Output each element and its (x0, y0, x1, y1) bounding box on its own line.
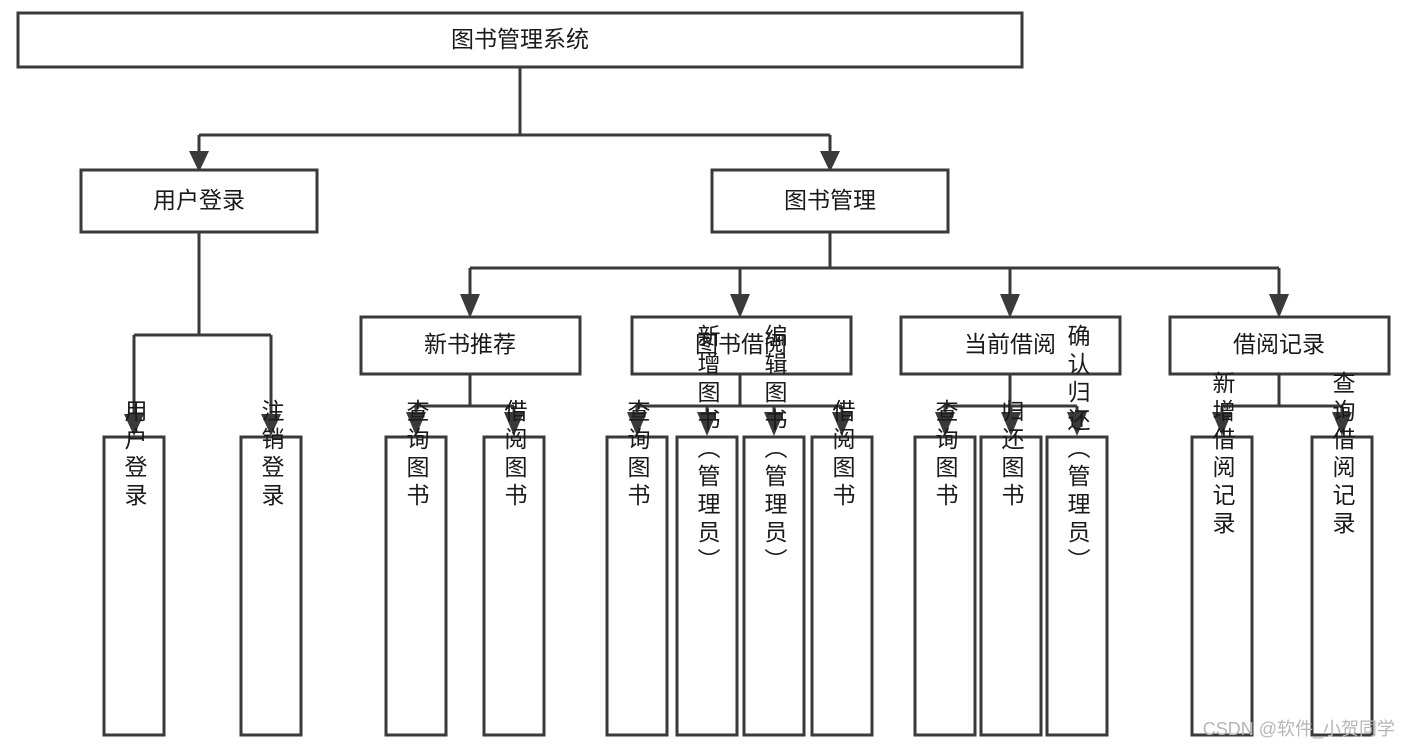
node-leaf-user-login-box[interactable] (102, 435, 166, 737)
node-current-borrow[interactable]: 当前借阅 (899, 315, 1122, 376)
node-leaf-add-record-label: 新增借阅记录 (1209, 371, 1236, 539)
arrow-to-leaf-return-book (1001, 412, 1021, 436)
node-book-borrow[interactable]: 图书借阅 (630, 315, 853, 376)
node-root[interactable]: 图书管理系统 (16, 11, 1024, 69)
node-leaf-query-book-2-label: 查询图书 (624, 399, 651, 511)
arrow-to-current-borrow (1000, 294, 1020, 318)
node-leaf-query-record-label: 查询借阅记录 (1329, 371, 1356, 539)
arrow-to-leaf-add-book (697, 412, 717, 436)
node-leaf-query-record-box[interactable] (1310, 435, 1374, 737)
edge-book-manage-trunk (468, 232, 1281, 298)
node-leaf-query-book-3-label: 查询图书 (932, 399, 959, 511)
node-new-book-rec-label: 新书推荐 (424, 331, 516, 357)
arrow-to-leaf-edit-book (764, 412, 784, 436)
node-leaf-query-book-3-box[interactable] (913, 435, 977, 737)
node-book-manage[interactable]: 图书管理 (710, 168, 950, 234)
arrow-to-leaf-query-book-1 (406, 412, 426, 436)
arrow-to-leaf-confirm-return (1067, 412, 1087, 436)
node-leaf-query-record[interactable]: 查询借阅记录 (1310, 371, 1374, 737)
node-leaf-borrow-book-1-label: 借阅图书 (501, 399, 528, 511)
node-leaf-return-book-box[interactable] (979, 435, 1043, 737)
arrow-to-user-login (189, 151, 209, 172)
node-leaf-query-book-2[interactable]: 查询图书 (605, 399, 669, 737)
node-borrow-record[interactable]: 借阅记录 (1168, 315, 1391, 376)
edge-root-trunk (197, 67, 832, 153)
node-borrow-record-box[interactable] (1168, 315, 1391, 376)
node-leaf-user-login[interactable]: 用户登录 (102, 399, 166, 737)
node-leaf-borrow-book-1[interactable]: 借阅图书 (482, 399, 546, 737)
node-leaf-user-logout-box[interactable] (239, 435, 303, 737)
node-leaf-edit-book-box[interactable] (742, 435, 806, 737)
node-leaf-add-book-box[interactable] (675, 435, 739, 737)
node-book-borrow-label: 图书借阅 (695, 331, 787, 357)
arrow-to-book-borrow (730, 294, 750, 318)
arrow-to-borrow-record (1269, 294, 1289, 318)
node-book-borrow-box[interactable] (630, 315, 853, 376)
node-leaf-add-record-box[interactable] (1190, 435, 1254, 737)
node-leaf-edit-book[interactable]: 编辑图书（管理员） (742, 324, 806, 737)
node-leaf-query-book-3[interactable]: 查询图书 (913, 399, 977, 737)
arrow-to-leaf-borrow-book-1 (504, 412, 524, 436)
node-book-manage-box[interactable] (710, 168, 950, 234)
node-leaf-borrow-book-1-box[interactable] (482, 435, 546, 737)
connector-layer (124, 67, 1352, 436)
node-user-login[interactable]: 用户登录 (79, 168, 319, 234)
node-current-borrow-label: 当前借阅 (964, 331, 1056, 357)
node-new-book-rec-box[interactable] (359, 315, 582, 376)
edge-book-borrow-trunk (635, 374, 844, 418)
arrow-to-leaf-add-record (1212, 412, 1232, 436)
arrow-to-new-book-rec (460, 294, 480, 318)
node-leaf-edit-book-label: 编辑图书（管理员） (761, 324, 788, 576)
arrow-to-leaf-borrow-book-2 (832, 412, 852, 436)
edge-borrow-record-trunk (1220, 374, 1344, 418)
node-leaf-borrow-book-2-box[interactable] (810, 435, 874, 737)
node-user-login-box[interactable] (79, 168, 319, 234)
arrow-to-leaf-query-book-3 (935, 412, 955, 436)
node-leaf-add-book-label: 新增图书（管理员） (694, 324, 721, 576)
node-leaf-add-book[interactable]: 新增图书（管理员） (675, 324, 739, 737)
arrow-to-leaf-query-book-2 (627, 412, 647, 436)
node-current-borrow-box[interactable] (899, 315, 1122, 376)
node-root-label: 图书管理系统 (451, 26, 589, 52)
node-leaf-user-logout[interactable]: 注销登录 (239, 399, 303, 737)
arrow-to-book-manage (820, 151, 840, 172)
node-borrow-record-label: 借阅记录 (1233, 331, 1325, 357)
node-root-box[interactable] (16, 11, 1024, 69)
node-leaf-user-login-label: 用户登录 (121, 399, 148, 511)
node-leaf-borrow-book-2-label: 借阅图书 (829, 399, 856, 511)
node-leaf-query-book-1-box[interactable] (384, 435, 448, 737)
edge-user-login-trunk (132, 232, 273, 418)
node-leaf-user-logout-label: 注销登录 (258, 399, 285, 511)
node-leaf-query-book-1[interactable]: 查询图书 (384, 399, 448, 737)
node-leaf-confirm-return-box[interactable] (1045, 435, 1109, 737)
node-leaf-confirm-return[interactable]: 确认归还（管理员） (1045, 324, 1109, 737)
node-leaf-query-book-2-box[interactable] (605, 435, 669, 737)
arrow-to-leaf-query-record (1332, 412, 1352, 436)
node-leaf-confirm-return-label: 确认归还（管理员） (1064, 324, 1091, 576)
node-user-login-label: 用户登录 (153, 187, 245, 213)
arrow-to-leaf-user-logout (261, 414, 281, 436)
arrow-to-leaf-user-login (124, 414, 144, 436)
node-leaf-return-book-label: 归还图书 (998, 399, 1025, 511)
node-leaf-add-record[interactable]: 新增借阅记录 (1190, 371, 1254, 737)
node-new-book-rec[interactable]: 新书推荐 (359, 315, 582, 376)
edge-new-book-rec-trunk (414, 374, 516, 418)
node-leaf-return-book[interactable]: 归还图书 (979, 399, 1043, 737)
node-leaf-query-book-1-label: 查询图书 (403, 399, 430, 511)
node-leaf-borrow-book-2[interactable]: 借阅图书 (810, 399, 874, 737)
node-book-manage-label: 图书管理 (784, 187, 876, 213)
